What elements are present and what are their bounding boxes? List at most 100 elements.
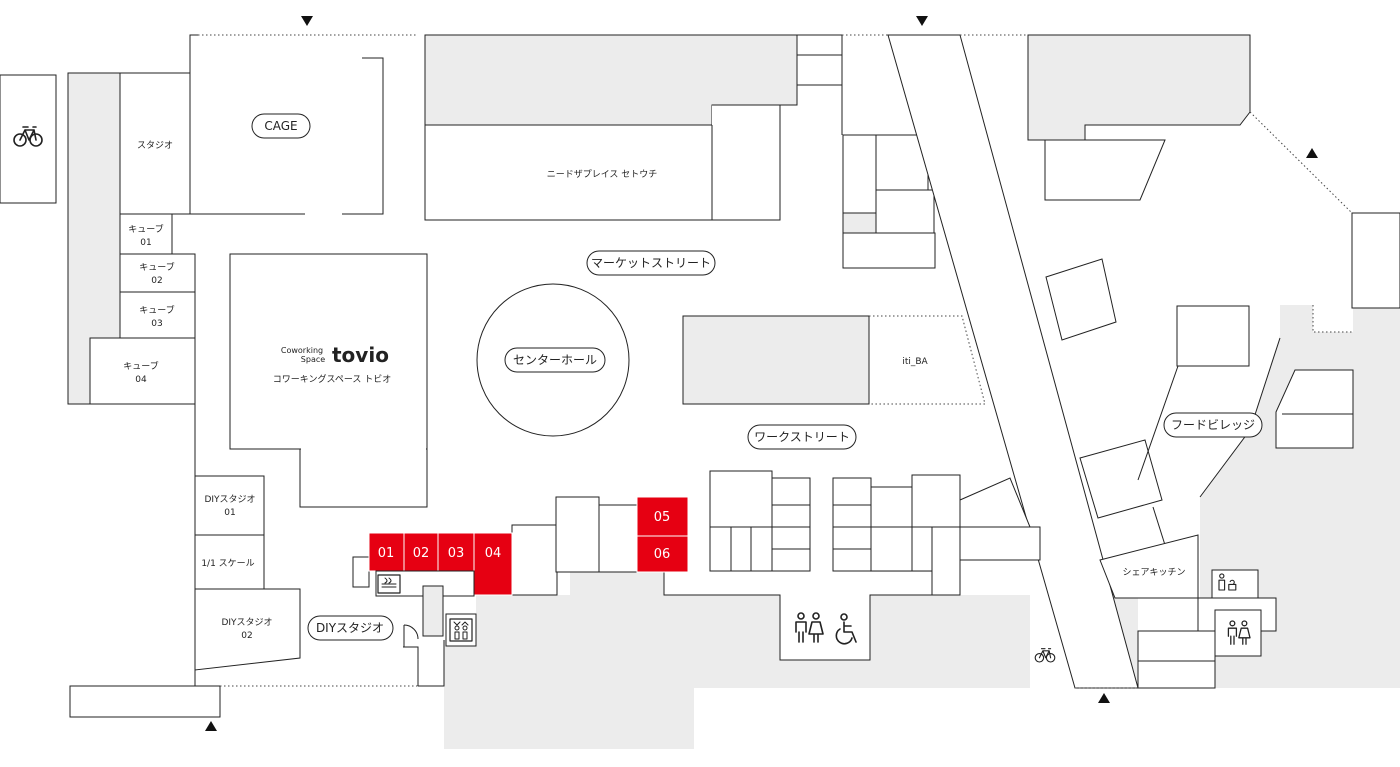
work-block-c4 <box>832 548 872 572</box>
scale-label: 1/1 スケール <box>201 558 254 569</box>
right-restroom <box>1214 609 1262 657</box>
small-box-left <box>352 556 370 588</box>
cube-02-number: 02 <box>151 276 162 286</box>
bicycle-parking-icon <box>1034 648 1056 663</box>
work-block-b1 <box>771 477 811 506</box>
bottom-shaded-area <box>444 305 1400 749</box>
diy-studio-01-room <box>194 475 265 536</box>
center-hall-label: センターホール <box>513 353 597 367</box>
coworking-brand-small-2: Space <box>301 355 325 364</box>
work-block-a-sub1 <box>709 526 732 572</box>
work-block-d-sub <box>870 526 913 572</box>
diy-studio-01-number: 01 <box>224 508 235 518</box>
coworking-brand: tovio <box>332 343 389 367</box>
iti-ba-shaded <box>682 315 870 405</box>
cube-04-label: キューブ <box>123 360 158 372</box>
cage-wall <box>189 34 198 214</box>
top-small-room-a <box>796 34 843 56</box>
food-village-left-line <box>1137 365 1179 481</box>
cage-right-wall <box>342 57 384 215</box>
work-block-c2 <box>832 504 872 528</box>
room-01[interactable] <box>368 532 405 572</box>
corridor-box-a <box>511 524 558 596</box>
top-small-room-b <box>796 54 843 86</box>
side-room-e <box>842 232 936 269</box>
work-block-c3 <box>832 526 872 550</box>
coworking-extension <box>299 448 428 508</box>
cube-01-label: キューブ <box>128 223 163 235</box>
cube-04-number: 04 <box>135 375 147 385</box>
diy-studio-01-label: DIYスタジオ <box>204 494 255 505</box>
side-room-d <box>842 212 877 234</box>
coworking-name-ja: コワーキングスペース トビオ <box>273 373 392 385</box>
room-04[interactable] <box>473 532 513 596</box>
entrance-arrow-icon <box>1098 693 1110 703</box>
food-village-label: フードビレッジ <box>1171 418 1255 432</box>
room-05[interactable] <box>636 496 689 537</box>
needs-place-step <box>711 104 781 221</box>
diy-studio-label: DIYスタジオ <box>316 621 384 635</box>
work-block-a-sub2 <box>730 526 752 572</box>
work-block-a <box>709 470 773 528</box>
food-village-kiosk-rotated <box>1045 258 1117 341</box>
work-block-e-sub2 <box>931 526 961 596</box>
center-hall-pill <box>504 347 606 373</box>
restroom-icon <box>1227 620 1251 645</box>
cube-03-label: キューブ <box>139 304 174 316</box>
needs-place-label: ニードザプレイス セトウチ <box>547 169 658 180</box>
coworking-brand-small-1: Coworking <box>281 346 323 355</box>
corridor-box-b <box>555 496 600 573</box>
work-corridor-right-b <box>959 526 1041 561</box>
food-village-kiosk-a <box>1176 305 1250 367</box>
cage-label-pill <box>251 113 311 139</box>
cube-03-room <box>119 291 196 339</box>
work-block-b3 <box>771 526 811 550</box>
right-diagonal-dotted <box>1249 111 1353 214</box>
room-05-label: 05 <box>654 510 671 525</box>
work-block-e-sub1 <box>911 526 933 572</box>
diy-studio-pill <box>307 615 394 641</box>
bicycle-parking-icon <box>13 126 43 147</box>
room-04-label: 04 <box>485 546 502 561</box>
right-lower-room-b <box>1137 660 1216 689</box>
entrance-arrow-icon <box>1306 148 1318 158</box>
diy-studio-02-label: DIYスタジオ <box>221 617 272 628</box>
market-street-pill <box>586 250 716 276</box>
entrance-arrow-icon <box>301 16 313 26</box>
share-kitchen-slash <box>1152 506 1166 546</box>
food-village-kiosk-rotated-b <box>1079 439 1163 519</box>
work-block-b4 <box>771 548 811 572</box>
cube-04-room <box>89 337 196 405</box>
right-room-top <box>1351 212 1400 309</box>
side-room-a <box>842 134 877 214</box>
restroom-icon <box>795 612 824 643</box>
smoking-area-icon <box>377 574 401 594</box>
work-street-pill <box>747 424 857 450</box>
right-lower-room-a <box>1137 630 1216 662</box>
work-street-label: ワークストリート <box>754 430 850 444</box>
share-kitchen-label: シェアキッチン <box>1122 567 1185 578</box>
coworking-room <box>229 253 428 450</box>
work-block-a-sub3 <box>750 526 773 572</box>
top-right-shaded-block <box>1027 34 1251 141</box>
iti-ba-label: iti_BA <box>902 357 928 367</box>
entrance-arrow-icon <box>916 16 928 26</box>
cage-label: CAGE <box>264 119 297 133</box>
room-06-label: 06 <box>654 547 671 562</box>
nursing-room-icon <box>1218 573 1237 591</box>
work-block-b2 <box>771 504 811 528</box>
studio-label: スタジオ <box>137 140 173 151</box>
side-room-c <box>875 189 935 234</box>
corridor-box-c <box>598 504 638 573</box>
room-01-label: 01 <box>378 546 395 561</box>
cube-01-number: 01 <box>140 238 151 248</box>
cube-03-number: 03 <box>151 319 162 329</box>
cube-01-room <box>119 213 173 255</box>
room-02-label: 02 <box>413 546 430 561</box>
right-dotted-outline <box>1312 305 1352 333</box>
room-06[interactable] <box>636 535 689 573</box>
room-05-06-lower <box>637 571 941 661</box>
work-block-e <box>911 474 961 528</box>
diy-studio-02-number: 02 <box>241 631 252 641</box>
